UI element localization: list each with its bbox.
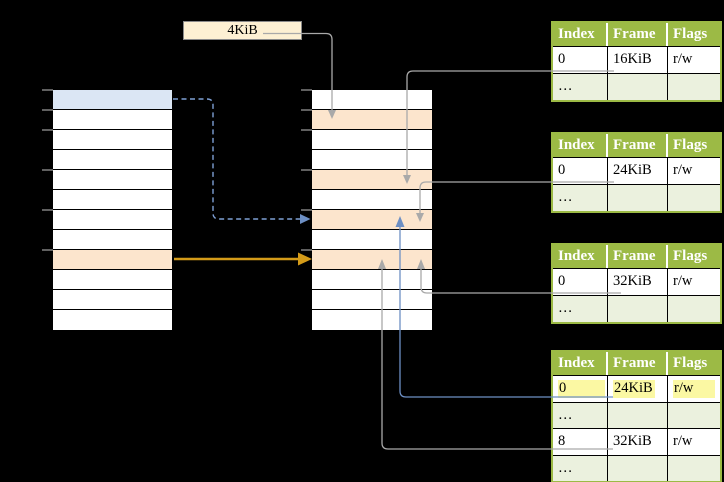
size-label: 4KiB bbox=[227, 22, 258, 38]
memory-row-6 bbox=[312, 190, 432, 210]
column-header-frame: Frame bbox=[608, 245, 668, 268]
table-cell-r1-c3: r/w bbox=[668, 375, 720, 402]
memory-row-7 bbox=[312, 210, 432, 230]
table-cell-r2-c1: … bbox=[553, 72, 608, 100]
memory-row-1 bbox=[312, 90, 432, 110]
table-cell-r1-c1: 0 bbox=[553, 157, 608, 184]
table-cell-r4-c2 bbox=[608, 454, 668, 481]
table-cell-r2-c3 bbox=[668, 401, 720, 428]
table-cell-r2-c3 bbox=[668, 294, 720, 322]
table-cell-r3-c3: r/w bbox=[668, 428, 720, 455]
memory-row-9 bbox=[312, 250, 432, 270]
column-header-flags: Flags bbox=[668, 23, 720, 46]
column-header-index: Index bbox=[553, 23, 608, 46]
memory-row-11 bbox=[53, 290, 172, 310]
highlighted-value: 24KiB bbox=[613, 379, 655, 398]
column-header-flags: Flags bbox=[668, 352, 720, 375]
column-header-index: Index bbox=[553, 245, 608, 268]
table-cell-r4-c3 bbox=[668, 454, 720, 481]
memory-row-4 bbox=[312, 150, 432, 170]
memory-row-5 bbox=[53, 170, 172, 190]
memory-row-5 bbox=[312, 170, 432, 190]
table-cell-r4-c1: … bbox=[553, 454, 608, 481]
column-header-frame: Frame bbox=[608, 23, 668, 46]
table-cell-r1-c2: 24KiB bbox=[608, 157, 668, 184]
memory-row-8 bbox=[53, 230, 172, 250]
table-cell-r2-c2 bbox=[608, 72, 668, 100]
column-header-flags: Flags bbox=[668, 245, 720, 268]
table-cell-r1-c1: 0 bbox=[553, 375, 608, 402]
highlighted-value: 0 bbox=[558, 379, 605, 398]
memory-row-4 bbox=[53, 150, 172, 170]
memory-row-3 bbox=[53, 130, 172, 150]
table-cell-r2-c2 bbox=[608, 401, 668, 428]
table-cell-r1-c2: 32KiB bbox=[608, 268, 668, 295]
table-cell-r2-c1: … bbox=[553, 401, 608, 428]
memory-row-2 bbox=[53, 110, 172, 130]
memory-row-12 bbox=[53, 310, 172, 329]
table-cell-r1-c3: r/w bbox=[668, 268, 720, 295]
memory-row-1 bbox=[53, 90, 172, 110]
table-cell-r2-c1: … bbox=[553, 294, 608, 322]
highlighted-value: r/w bbox=[673, 379, 715, 398]
memory-row-12 bbox=[312, 310, 432, 329]
column-header-frame: Frame bbox=[608, 134, 668, 157]
memory-row-7 bbox=[53, 210, 172, 230]
memory-row-2 bbox=[312, 110, 432, 130]
table-cell-r2-c1: … bbox=[553, 183, 608, 211]
memory-row-9 bbox=[53, 250, 172, 270]
memory-row-8 bbox=[312, 230, 432, 250]
memory-row-6 bbox=[53, 190, 172, 210]
table-cell-r2-c2 bbox=[608, 294, 668, 322]
table-cell-r1-c2: 16KiB bbox=[608, 46, 668, 73]
column-header-frame: Frame bbox=[608, 352, 668, 375]
table-cell-r1-c1: 0 bbox=[553, 268, 608, 295]
table-cell-r2-c3 bbox=[668, 72, 720, 100]
middle-memory-table bbox=[311, 89, 433, 331]
table-cell-r3-c2: 32KiB bbox=[608, 428, 668, 455]
connector-left-row1-to-row7 bbox=[173, 98, 300, 220]
column-header-index: Index bbox=[553, 134, 608, 157]
left-memory-table bbox=[52, 89, 173, 331]
table-cell-r2-c2 bbox=[608, 183, 668, 211]
table-cell-r1-c1: 0 bbox=[553, 46, 608, 73]
table-cell-r1-c3: r/w bbox=[668, 46, 720, 73]
memory-row-10 bbox=[53, 270, 172, 290]
table-cell-r1-c2: 24KiB bbox=[608, 375, 668, 402]
table-cell-r3-c1: 8 bbox=[553, 428, 608, 455]
arrow-right-icon bbox=[298, 252, 312, 266]
table-cell-r2-c3 bbox=[668, 183, 720, 211]
size-label-box: 4KiB bbox=[183, 21, 302, 40]
table-cell-r1-c3: r/w bbox=[668, 157, 720, 184]
column-header-index: Index bbox=[553, 352, 608, 375]
arrow-right-icon bbox=[300, 214, 311, 224]
memory-row-10 bbox=[312, 270, 432, 290]
memory-row-11 bbox=[312, 290, 432, 310]
memory-row-3 bbox=[312, 130, 432, 150]
column-header-flags: Flags bbox=[668, 134, 720, 157]
